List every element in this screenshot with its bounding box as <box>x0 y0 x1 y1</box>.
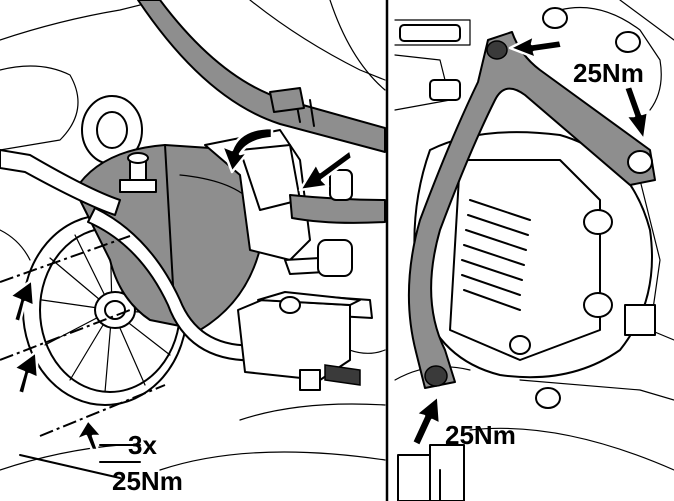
alternator <box>413 131 656 409</box>
arrow-bolt-1 <box>8 278 36 324</box>
alternator-support-bracket <box>407 31 656 389</box>
small-hose <box>289 194 386 224</box>
engine-background-lines <box>0 0 386 471</box>
arrow-bracket-end-bolt <box>622 84 650 142</box>
right-bottom-torque-label: 25Nm <box>445 420 516 450</box>
arrow-bracket-lower-bolt <box>410 394 442 448</box>
left-torque-label: 25Nm <box>112 466 183 496</box>
coolant-hose <box>137 0 386 153</box>
hose-arrows <box>220 126 354 192</box>
arrow-connector-push <box>298 148 354 192</box>
connector-plug <box>397 444 465 501</box>
upper-pipe <box>399 7 641 101</box>
arrow-bracket-top-bolt <box>508 34 564 60</box>
bolt-arrows <box>8 278 104 452</box>
lower-block <box>237 291 361 391</box>
arrow-bolt-3 <box>74 418 104 452</box>
bracket-bolts <box>424 40 653 387</box>
top-bolt <box>119 152 157 193</box>
lifting-eye <box>81 95 143 165</box>
right-panel: 25Nm 25Nm <box>394 0 674 501</box>
right-background-lines <box>394 0 674 471</box>
left-panel: 3x 25Nm <box>0 0 386 496</box>
bolt-count-label: 3x <box>128 430 157 460</box>
arrow-curved-release <box>220 126 274 174</box>
arrow-bolt-2 <box>12 350 40 396</box>
bolt-axis-lines <box>0 235 166 463</box>
right-top-torque-label: 25Nm <box>573 58 644 88</box>
